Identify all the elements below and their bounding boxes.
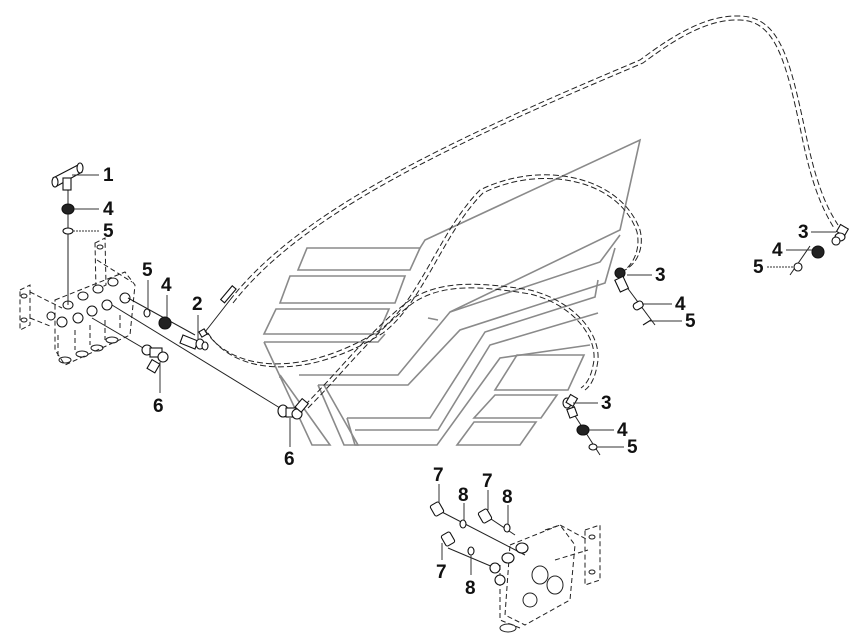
- callout-7-b: 7: [482, 471, 493, 492]
- o-ring-part-mid: [143, 308, 151, 318]
- callout-3-lower: 3: [601, 393, 612, 414]
- callout-6-center: 6: [284, 449, 295, 470]
- o-ring-part-top: [62, 227, 74, 235]
- callout-5-mid: 5: [142, 260, 153, 281]
- nut-part-center: [632, 300, 644, 311]
- tee-fitting-part: [51, 162, 84, 191]
- union-fitting-part: [179, 285, 237, 351]
- callout-4-lower: 4: [617, 420, 628, 441]
- callout-4-right: 4: [772, 240, 783, 261]
- left-valve-block: [19, 237, 136, 366]
- callouts: 1 4 5 5 4 2 6 6 3 4 5 3 4 5 3 4: [72, 165, 836, 599]
- callout-5-top: 5: [103, 221, 114, 242]
- elbow-fitting-part-right: [831, 223, 850, 246]
- nut-part-right: [811, 245, 825, 259]
- o-ring-part-right: [793, 262, 803, 272]
- callout-3-center: 3: [655, 265, 666, 286]
- callout-3-right: 3: [798, 222, 809, 243]
- elbow-fitting-part-lower: [562, 393, 579, 419]
- callout-5-center: 5: [685, 311, 696, 332]
- callout-5-right: 5: [753, 257, 764, 278]
- elbow-fitting-part-center-right: [614, 267, 630, 293]
- o-ring-part-c: [467, 546, 475, 556]
- nut-part-lower: [576, 424, 590, 436]
- callout-7-a: 7: [433, 465, 444, 486]
- nut-part-mid: [158, 316, 172, 330]
- tractor-outline: [262, 138, 642, 446]
- plug-part-a: [429, 501, 445, 517]
- callout-5-lower: 5: [627, 437, 638, 458]
- callout-6-left: 6: [153, 396, 164, 417]
- callout-8-c: 8: [465, 578, 476, 599]
- o-ring-part-center: [642, 319, 652, 326]
- o-ring-part-a: [459, 519, 467, 529]
- nut-part-top: [61, 203, 75, 215]
- callout-4-center: 4: [675, 294, 686, 315]
- callout-1: 1: [103, 165, 114, 186]
- o-ring-part-lower: [588, 443, 598, 451]
- plug-part-b: [477, 508, 493, 524]
- lower-valve-block: [489, 524, 601, 633]
- elbow-fitting-part-center: [277, 397, 310, 420]
- callout-8-b: 8: [502, 487, 513, 508]
- o-ring-part-b: [503, 523, 511, 533]
- callout-8-a: 8: [458, 485, 469, 506]
- plug-part-c: [440, 531, 456, 547]
- callout-2: 2: [192, 294, 203, 315]
- elbow-fitting-part-left: [141, 344, 169, 374]
- hose-lines: [204, 15, 839, 409]
- callout-7-c: 7: [436, 562, 447, 583]
- callout-4-mid: 4: [161, 275, 172, 296]
- callout-4-top: 4: [103, 199, 114, 220]
